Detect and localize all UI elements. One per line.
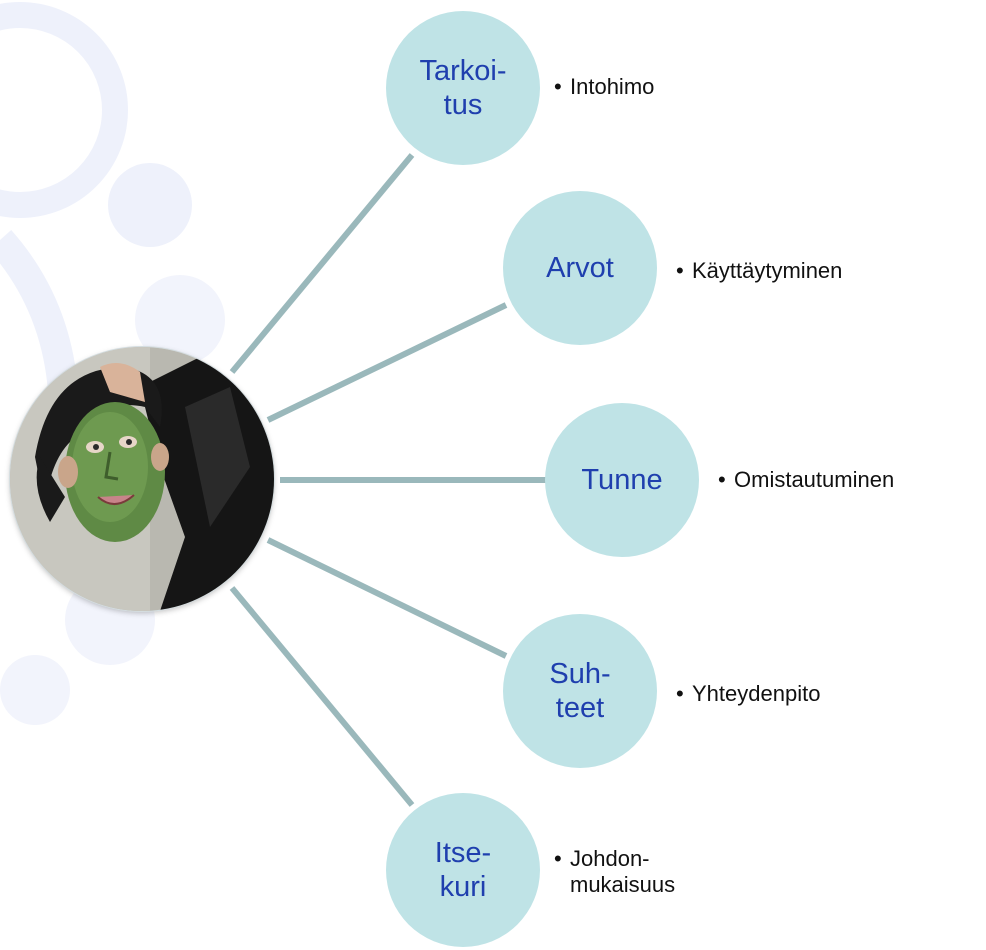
bullet-dot: • bbox=[554, 74, 570, 100]
node-label: Suh- teet bbox=[549, 657, 610, 725]
bullet-dot: • bbox=[554, 846, 570, 872]
node-label: Itse- kuri bbox=[435, 836, 491, 904]
node-tarkoitus: Tarkoi- tus bbox=[386, 11, 540, 165]
connector-suhteet bbox=[268, 540, 506, 656]
detail-kayttaytyminen: • Käyttäytyminen bbox=[676, 258, 842, 284]
node-label: Tunne bbox=[581, 463, 662, 497]
detail-intohimo: • Intohimo bbox=[554, 74, 654, 100]
node-label: Tarkoi- tus bbox=[419, 54, 506, 122]
detail-text: Käyttäytyminen bbox=[692, 258, 842, 284]
connector-tarkoitus bbox=[232, 155, 412, 372]
node-label: Arvot bbox=[546, 251, 614, 285]
detail-text: Yhteydenpito bbox=[692, 681, 820, 707]
connector-itsekuri bbox=[232, 588, 412, 805]
node-suhteet: Suh- teet bbox=[503, 614, 657, 768]
connector-arvot bbox=[268, 305, 506, 420]
center-portrait-image bbox=[10, 347, 274, 611]
detail-text: Omistautuminen bbox=[734, 467, 894, 493]
detail-yhteydenpito: • Yhteydenpito bbox=[676, 681, 820, 707]
node-itsekuri: Itse- kuri bbox=[386, 793, 540, 947]
detail-text: Johdon- mukaisuus bbox=[570, 846, 675, 898]
node-arvot: Arvot bbox=[503, 191, 657, 345]
bullet-dot: • bbox=[676, 258, 692, 284]
detail-omistautuminen: • Omistautuminen bbox=[718, 467, 894, 493]
detail-text: Intohimo bbox=[570, 74, 654, 100]
node-tunne: Tunne bbox=[545, 403, 699, 557]
bullet-dot: • bbox=[676, 681, 692, 707]
bullet-dot: • bbox=[718, 467, 734, 493]
detail-johdonmukaisuus: • Johdon- mukaisuus bbox=[554, 846, 675, 898]
